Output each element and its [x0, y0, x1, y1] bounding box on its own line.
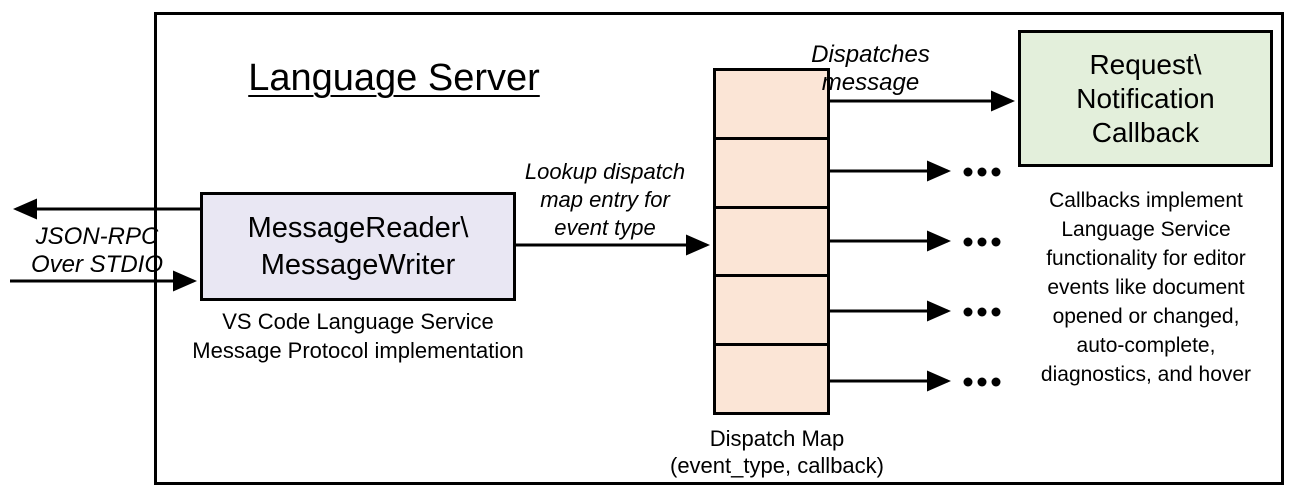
dispatch-map-cell [716, 274, 827, 343]
callbacks-note-line: auto-complete, [1076, 334, 1216, 357]
dispatch-map-caption: Dispatch Map (event_type, callback) [650, 425, 904, 479]
dispatches-label-line: message [821, 69, 920, 96]
map-caption-line: (event_type, callback) [670, 453, 884, 478]
lookup-label-line: event type [554, 215, 656, 240]
dispatch-map [713, 68, 830, 415]
reader-box-line: MessageWriter [260, 248, 456, 281]
lookup-label: Lookup dispatch map entry for event type [512, 158, 698, 242]
callback-box-line: Notification [1076, 82, 1215, 114]
reader-box-caption: VS Code Language Service Message Protoco… [168, 307, 548, 365]
dispatch-map-cell [716, 136, 827, 206]
dispatch-map-cell [716, 343, 827, 412]
callbacks-note-line: diagnostics, and hover [1040, 363, 1252, 386]
reader-caption-line: VS Code Language Service [222, 309, 494, 334]
callbacks-note-line: opened or changed, [1052, 305, 1240, 328]
lookup-label-line: map entry for [540, 187, 670, 212]
diagram-title: Language Server [248, 57, 540, 99]
callbacks-note-line: Language Service [1061, 218, 1231, 241]
callbacks-note-line: functionality for editor [1046, 247, 1246, 270]
stdio-label: JSON-RPC Over STDIO [22, 223, 172, 279]
stdio-label-line: Over STDIO [30, 251, 163, 278]
callbacks-note-line: events like document [1047, 276, 1245, 299]
reader-caption-line: Message Protocol implementation [192, 338, 524, 363]
message-reader-writer-box: MessageReader\ MessageWriter [200, 192, 516, 301]
callback-box: Request\ Notification Callback [1018, 30, 1273, 167]
callback-box-line: Request\ [1089, 48, 1202, 80]
stdio-label-line: JSON-RPC [35, 223, 159, 250]
callbacks-note-line: Callbacks implement [1049, 189, 1243, 212]
language-server-frame [154, 12, 1284, 485]
callback-box-line: Callback [1091, 116, 1200, 148]
dispatch-map-cell [716, 205, 827, 275]
dispatches-label-line: Dispatches [811, 41, 930, 68]
reader-box-line: MessageReader\ [247, 211, 469, 244]
dispatches-label: Dispatches message [793, 41, 948, 97]
callbacks-note: Callbacks implement Language Service fun… [1016, 186, 1276, 389]
lookup-label-line: Lookup dispatch [524, 159, 686, 184]
map-caption-line: Dispatch Map [709, 426, 845, 451]
